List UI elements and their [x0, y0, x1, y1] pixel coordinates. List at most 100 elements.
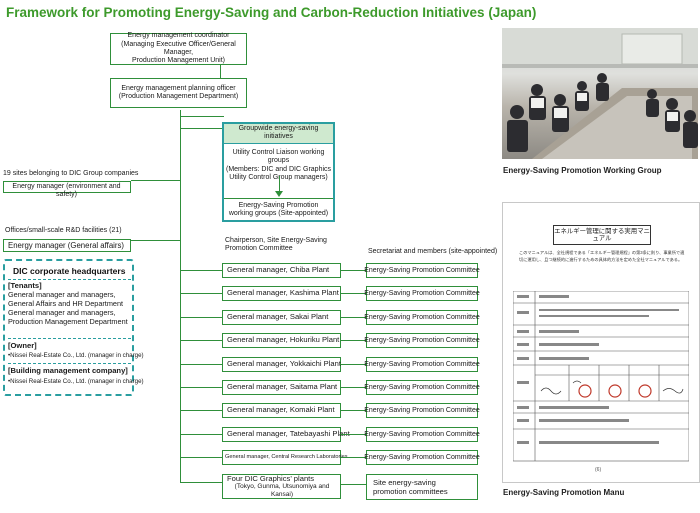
site-committees-box: Site energy-saving promotion committees — [366, 474, 478, 500]
hq-owner-line: •Nissei Real-Estate Co., Ltd. (manager i… — [8, 352, 144, 359]
coordinator-line-2: (Managing Executive Officer/General Mana… — [121, 40, 236, 56]
graphics-line-1: Four DIC Graphics’ plants — [227, 474, 315, 484]
plant-manager-box: General manager, Chiba Plant — [222, 263, 341, 278]
hq-tenants-label: [Tenants] — [8, 281, 42, 290]
manual-intro: このマニュアルは、全社規程である「エネルギー管理規程」の第3条に則り、事業所で適… — [519, 250, 685, 263]
connector-line — [180, 293, 222, 294]
group-sites-manager-box: Energy manager (environment and safety) — [3, 181, 131, 198]
connector-line — [180, 317, 222, 318]
hq-divider — [8, 363, 131, 364]
plant-manager-box: General manager, Sakai Plant — [222, 310, 341, 325]
hq-tenant-line: General manager and managers, — [8, 307, 116, 317]
dic-graphics-plants-box: Four DIC Graphics’ plants (Tokyo, Gunma,… — [222, 474, 341, 499]
page-title: Framework for Promoting Energy-Saving an… — [6, 5, 537, 20]
connector-line — [341, 457, 366, 458]
hq-tenants-list: General manager and managers, General Af… — [8, 290, 128, 327]
chair-header-line-2: Promotion Committee — [225, 245, 293, 253]
connector-line — [131, 180, 180, 181]
secretariat-column-header: Secretariat and members (site-appointed) — [368, 248, 498, 255]
connector-line — [180, 410, 222, 411]
hq-building-label: [Building management company] — [8, 366, 128, 375]
hq-owner-label: [Owner] — [8, 341, 37, 350]
hq-divider — [8, 279, 131, 280]
connector-line — [341, 387, 366, 388]
graphics-committee-line-1: Site energy-saving — [373, 477, 436, 487]
energy-management-coordinator-box: Energy management coordinator (Managing … — [110, 32, 247, 65]
graphics-committee-line-2: promotion committees — [373, 487, 448, 496]
manual-caption: Energy-Saving Promotion Manu — [503, 488, 625, 497]
groupwide-bottom-line-2: working groups (Site-appointed) — [228, 210, 329, 218]
trunk-line — [180, 110, 181, 482]
working-group-photo — [502, 28, 698, 159]
connector-line — [341, 434, 366, 435]
group-sites-header: 19 sites belonging to DIC Group companie… — [3, 170, 139, 177]
photo-caption: Energy-Saving Promotion Working Group — [503, 166, 662, 175]
hq-tenant-line: General manager and managers, — [8, 290, 116, 299]
offices-manager-box: Energy manager (General affairs) — [3, 239, 131, 252]
plant-manager-box: General manager, Kashima Plant — [222, 286, 341, 301]
plant-manager-box: General manager, Hokuriku Plant — [222, 333, 341, 348]
hq-building-line: •Nissei Real-Estate Co., Ltd. (manager i… — [8, 378, 144, 385]
connector-line — [341, 340, 366, 341]
connector-line — [180, 434, 222, 435]
dic-headquarters-panel: DIC corporate headquarters [Tenants] Gen… — [3, 259, 144, 396]
connector-line — [220, 64, 221, 78]
energy-saving-committee-box: Energy-Saving Promotion Committee — [364, 357, 480, 372]
hq-title: DIC corporate headquarters — [13, 266, 126, 276]
connector-line — [180, 128, 222, 129]
groupwide-initiatives-panel: Groupwide energy-saving initiatives Util… — [222, 122, 335, 222]
hq-tenant-line: Production Management Department — [8, 316, 128, 326]
connector-line — [180, 482, 222, 483]
chair-column-header: Chairperson, Site Energy-Saving Promotio… — [225, 237, 327, 254]
graphics-line-2: (Tokyo, Gunma, Utsunomiya and Kansai) — [234, 483, 330, 499]
hq-tenant-line: General Affairs and HR Department — [8, 298, 124, 308]
plant-manager-box: General manager, Yokkaichi Plant — [222, 357, 341, 372]
coordinator-line-3: Production Management Unit) — [132, 57, 225, 65]
energy-saving-committee-box: Energy-Saving Promotion Committee — [364, 333, 480, 348]
connector-line — [341, 270, 366, 271]
groupwide-line-3: Utility Control Group managers) — [229, 173, 328, 181]
group-sites-manager: Energy manager (environment and safety) — [12, 183, 121, 199]
groupwide-line-1: Utility Control Liaison working groups — [232, 148, 325, 165]
offices-header: Offices/small-scale R&D facilities (21) — [5, 227, 122, 234]
connector-line — [180, 270, 222, 271]
plant-manager-box: General manager, Saitama Plant — [222, 380, 341, 395]
connector-line — [341, 364, 366, 365]
meeting-photo-image — [502, 28, 698, 159]
connector-line — [180, 340, 222, 341]
energy-saving-committee-box: Energy-Saving Promotion Committee — [364, 263, 480, 278]
plant-manager-box: General manager, Tatebayashi Plant — [222, 427, 350, 442]
energy-saving-committee-box: Energy-Saving Promotion Committee — [364, 310, 480, 325]
energy-saving-committee-box: Energy-Saving Promotion Committee — [364, 450, 480, 465]
planning-officer-line-2: (Production Management Department) — [118, 93, 239, 100]
connector-line — [341, 410, 366, 411]
coordinator-line-1: Energy management coordinator — [127, 32, 230, 40]
energy-saving-committee-box: Energy-Saving Promotion Committee — [364, 286, 480, 301]
manual-table-image — [513, 291, 689, 462]
plant-manager-box: General manager, Komaki Plant — [222, 403, 341, 418]
connector-line — [341, 293, 366, 294]
manual-heading: エネルギー管理に関する実用マニュアル — [553, 225, 651, 246]
groupwide-line-2: (Members: DIC and DIC Graphics — [225, 165, 332, 173]
planning-officer-line-1: Energy management planning officer — [121, 84, 236, 92]
manual-page-number: (6) — [595, 467, 602, 473]
hq-divider — [8, 338, 131, 339]
energy-saving-manual-document: エネルギー管理に関する実用マニュアル このマニュアルは、全社規程である「エネルギ… — [502, 202, 700, 483]
connector-line — [180, 116, 224, 117]
offices-manager: Energy manager (General affairs) — [8, 241, 124, 250]
groupwide-bottom-line-1: Energy-Saving Promotion — [238, 202, 319, 209]
groupwide-header: Groupwide energy-saving initiatives — [224, 124, 333, 144]
connector-line — [131, 240, 180, 241]
energy-management-planning-officer-box: Energy management planning officer (Prod… — [110, 78, 247, 108]
plant-manager-box: General manager, Central Research Labora… — [222, 450, 348, 465]
connector-line — [341, 484, 366, 485]
connector-line — [180, 457, 222, 458]
energy-saving-committee-box: Energy-Saving Promotion Committee — [364, 427, 480, 442]
down-arrow-icon — [275, 191, 283, 197]
energy-saving-committee-box: Energy-Saving Promotion Committee — [364, 380, 480, 395]
energy-saving-committee-box: Energy-Saving Promotion Committee — [364, 403, 480, 418]
connector-line — [180, 364, 222, 365]
groupwide-arrow-line — [279, 176, 280, 194]
chair-header-line-1: Chairperson, Site Energy-Saving — [225, 237, 327, 244]
connector-line — [180, 387, 222, 388]
